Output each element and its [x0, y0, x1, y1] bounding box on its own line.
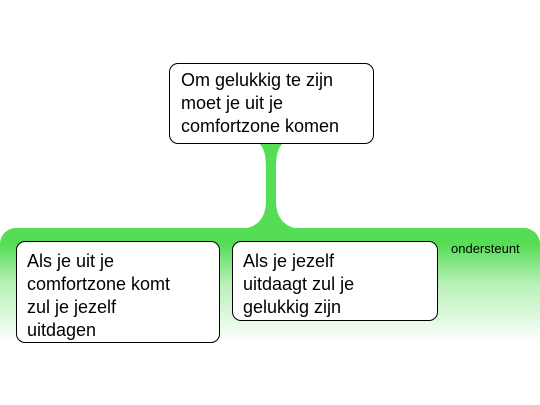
supports-label: ondersteunt — [451, 241, 520, 256]
connector-stem — [244, 141, 298, 229]
reason-box-2[interactable]: Als je jezelf uitdaagt zul je gelukkig z… — [232, 241, 438, 321]
main-claim-box[interactable]: Om gelukkig te zijn moet je uit je comfo… — [169, 63, 374, 144]
reason-box-1[interactable]: Als je uit je comfortzone komt zul je je… — [16, 241, 220, 343]
